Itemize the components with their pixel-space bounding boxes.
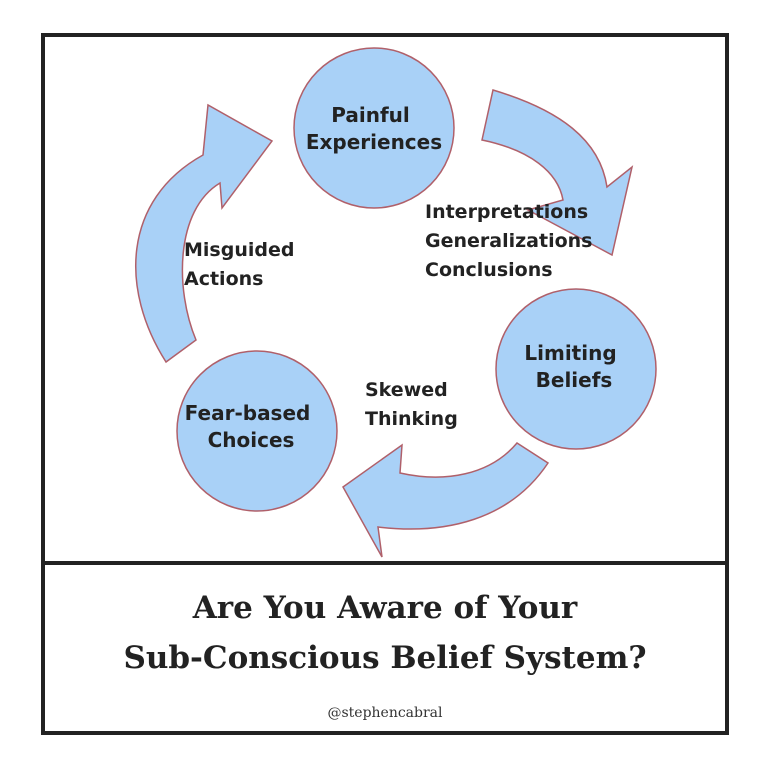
edge-label-skewed-thinking: Skewed Thinking: [365, 379, 458, 430]
edge-label-line: Misguided: [184, 239, 294, 261]
node-label-line: Experiences: [306, 130, 442, 154]
node-label-line: Choices: [208, 428, 295, 452]
node-painful-experiences: [293, 47, 455, 209]
edge-label-line: Conclusions: [425, 259, 553, 281]
arrow-painful-to-limiting: [481, 89, 634, 257]
author-handle: @stephencabral: [327, 705, 443, 721]
arrow-limiting-to-fear: [342, 442, 550, 558]
edge-label-line: Skewed: [365, 379, 448, 401]
caption-title-line-2: Sub-Conscious Belief System?: [123, 640, 647, 676]
caption-title-line-1: Are You Aware of Your: [192, 590, 578, 626]
node-label-line: Painful: [331, 103, 410, 127]
edge-label-line: Generalizations: [425, 230, 592, 252]
node-label-painful: Painful Experiences: [306, 103, 442, 154]
arrow-fear-to-painful: [135, 103, 274, 364]
node-label-line: Fear-based: [185, 401, 311, 425]
edge-label-line: Interpretations: [425, 201, 588, 223]
node-label-fear: Fear-based Choices: [185, 401, 318, 452]
caption-divider: [41, 561, 729, 565]
node-fear-based-choices: [176, 350, 338, 512]
edge-label-misguided-actions: Misguided Actions: [184, 239, 301, 290]
edge-label-interpretations: Interpretations Generalizations Conclusi…: [425, 201, 599, 281]
belief-cycle-diagram: Painful Experiences Limiting Beliefs Fea…: [135, 47, 657, 558]
edge-label-line: Actions: [184, 268, 263, 290]
edge-label-line: Thinking: [365, 408, 458, 430]
node-limiting-beliefs: [495, 288, 657, 450]
node-label-line: Beliefs: [536, 368, 613, 392]
node-label-limiting: Limiting Beliefs: [524, 341, 623, 392]
node-label-line: Limiting: [524, 341, 616, 365]
